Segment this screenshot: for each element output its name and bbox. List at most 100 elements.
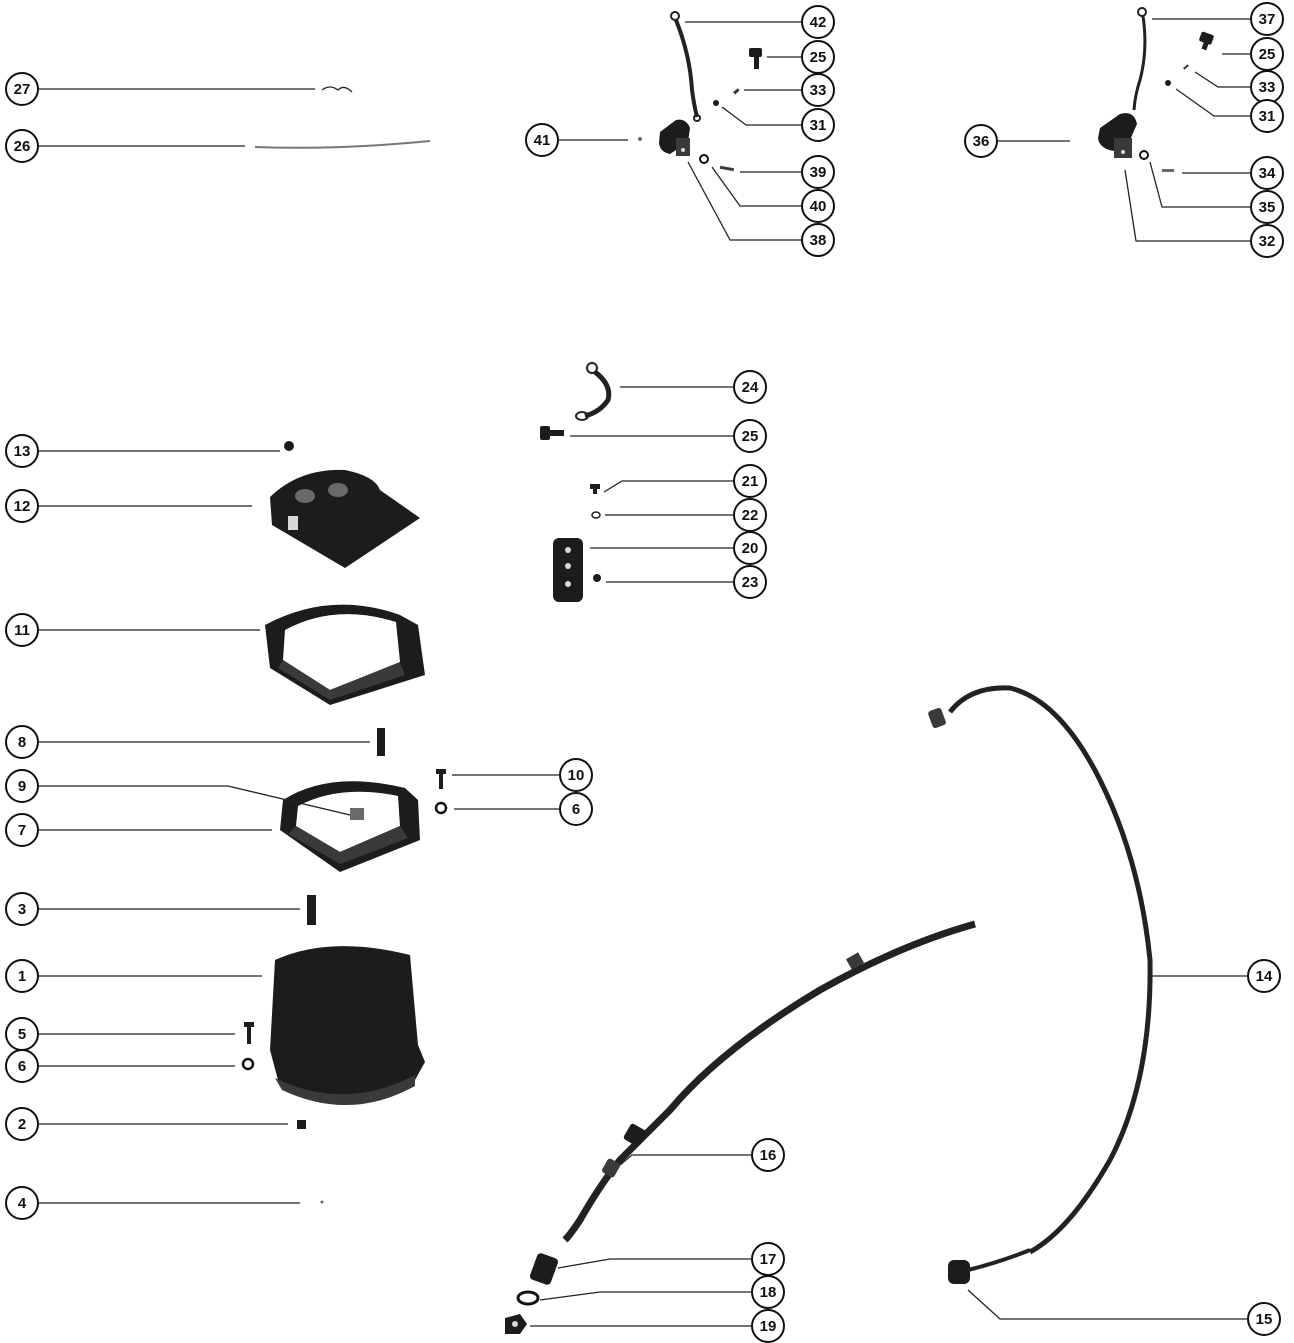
svg-text:42: 42 [810,14,827,31]
svg-text:23: 23 [742,574,759,591]
svg-text:9: 9 [18,778,26,795]
callout-27: 27 [5,72,39,106]
svg-text:19: 19 [760,1318,777,1335]
callout-31: 31 [1250,99,1284,133]
callout-22: 22 [733,498,767,532]
callout-21: 21 [733,464,767,498]
part-9-block [350,808,364,820]
part-11-frame [265,604,425,705]
part-33-washer-a [733,88,740,95]
svg-text:8: 8 [18,734,26,751]
part-25-bolt-c [540,426,564,440]
part-21-screw [590,484,600,494]
callout-33: 33 [801,73,835,107]
svg-text:24: 24 [742,379,759,396]
part-37-cable [1132,7,1147,111]
part-7-frame [280,781,420,872]
callout-38: 38 [801,223,835,257]
svg-text:37: 37 [1259,11,1276,28]
callout-25: 25 [1250,37,1284,71]
callout-16: 16 [751,1138,785,1172]
svg-text:27: 27 [14,81,31,98]
part-36-solenoid [1098,113,1137,158]
svg-text:34: 34 [1259,165,1276,182]
part-17-fitting [530,1253,558,1285]
svg-text:31: 31 [1259,108,1276,125]
svg-text:15: 15 [1256,1311,1273,1328]
callout-40: 40 [801,189,835,223]
part-6-washer-a [434,801,448,815]
part-19-nut [505,1314,527,1334]
callout-3: 3 [5,892,39,926]
callout-39: 39 [801,155,835,189]
callout-18: 18 [751,1275,785,1309]
svg-text:12: 12 [14,498,31,515]
svg-text:40: 40 [810,198,827,215]
svg-text:38: 38 [810,232,827,249]
part-26-wire [254,140,431,149]
callout-15: 15 [1247,1302,1281,1336]
svg-text:3: 3 [18,901,26,918]
part-5-screw [244,1022,254,1044]
svg-text:33: 33 [1259,79,1276,96]
part-20-terminal-block [553,538,583,602]
svg-text:26: 26 [14,138,31,155]
svg-text:4: 4 [18,1195,27,1212]
svg-text:5: 5 [18,1026,26,1043]
callout-8: 8 [5,725,39,759]
callout-42: 42 [801,5,835,39]
callout-7: 7 [5,813,39,847]
part-24-cable [575,362,612,421]
part-27-clip [321,86,353,93]
svg-text:25: 25 [1259,46,1276,63]
svg-text:7: 7 [18,822,26,839]
svg-text:14: 14 [1256,968,1273,985]
callout-1: 1 [5,959,39,993]
part-13-cap [284,441,294,451]
svg-text:10: 10 [568,767,585,784]
callout-9: 9 [5,769,39,803]
svg-text:41: 41 [534,132,551,149]
svg-text:33: 33 [810,82,827,99]
svg-text:6: 6 [18,1058,26,1075]
callout-6: 6 [5,1049,39,1083]
part-35-washer [1139,150,1149,160]
part-39-screw [719,165,735,172]
callout-17: 17 [751,1242,785,1276]
leader-lines [39,18,1250,1327]
callout-41: 41 [525,123,559,157]
svg-text:18: 18 [760,1284,777,1301]
callout-25: 25 [801,40,835,74]
callout-6: 6 [559,792,593,826]
callout-26: 26 [5,129,39,163]
svg-text:1: 1 [18,968,26,985]
svg-text:36: 36 [973,133,990,150]
part-42-cable [670,11,701,122]
svg-text:16: 16 [760,1147,777,1164]
svg-text:25: 25 [810,49,827,66]
svg-text:39: 39 [810,164,827,181]
part-14-cable [928,685,1153,1255]
callout-2: 2 [5,1107,39,1141]
svg-text:32: 32 [1259,233,1276,250]
callout-19: 19 [751,1309,785,1343]
callout-32: 32 [1250,224,1284,258]
svg-text:22: 22 [742,507,759,524]
callout-37: 37 [1250,2,1284,36]
svg-text:20: 20 [742,540,759,557]
callout-14: 14 [1247,959,1281,993]
svg-text:35: 35 [1259,199,1276,216]
part-10-screw [436,769,446,789]
callout-4: 4 [5,1186,39,1220]
part-23-nut [593,574,601,582]
callout-10: 10 [559,758,593,792]
part-33-washer-b [1183,64,1189,70]
part-8-pin [377,728,385,756]
part-25-bolt-a [749,48,762,69]
callout-12: 12 [5,489,39,523]
svg-text:17: 17 [760,1251,777,1268]
callout-34: 34 [1250,156,1284,190]
callout-25: 25 [733,419,767,453]
part-15-connector [948,1248,1031,1284]
